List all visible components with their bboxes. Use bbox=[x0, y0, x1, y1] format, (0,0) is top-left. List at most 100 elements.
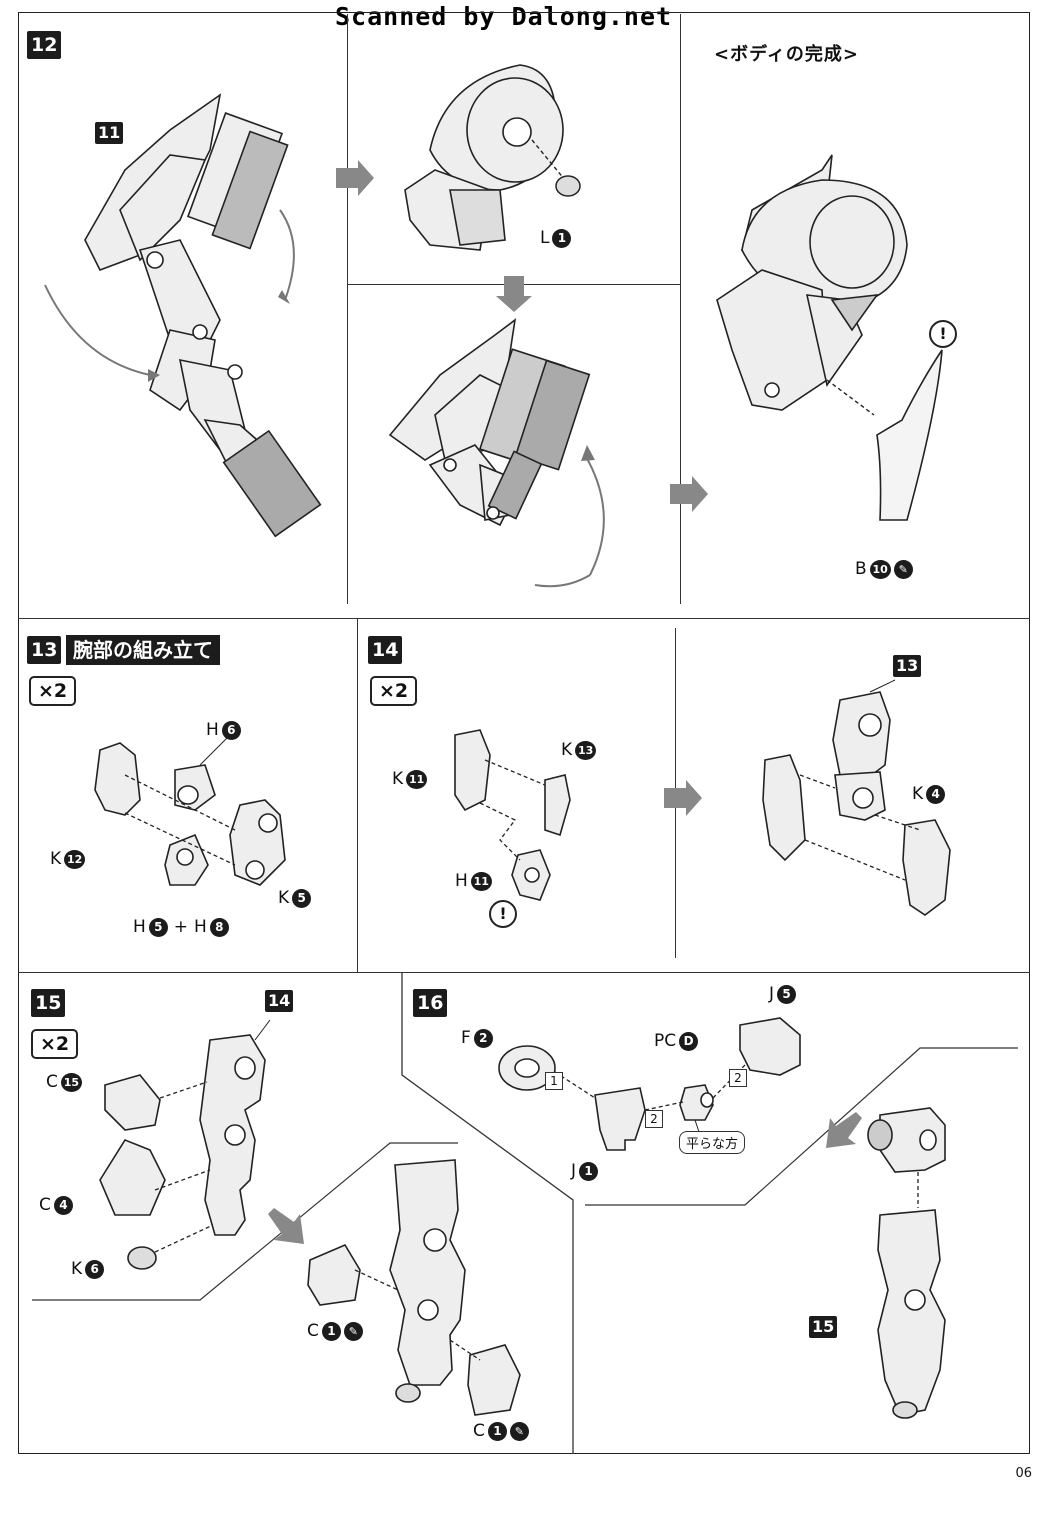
part-letter: B bbox=[855, 559, 867, 579]
step16-assembly-drawing bbox=[867, 1107, 946, 1419]
arrow-right-icon bbox=[664, 780, 702, 816]
step12-divider-b bbox=[680, 14, 681, 604]
arrow-right-icon bbox=[336, 160, 374, 196]
part-number: 1 bbox=[487, 1421, 507, 1441]
part-label-F2: F 2 bbox=[461, 1028, 493, 1048]
part-label-H6: H 6 bbox=[206, 720, 241, 740]
cement-icon: ✎ bbox=[343, 1321, 363, 1341]
part-label-L1: L 1 bbox=[540, 228, 572, 248]
part-letter: C bbox=[473, 1421, 485, 1441]
step14-assembly-drawing bbox=[762, 679, 951, 916]
sequence-step-1: 1 bbox=[545, 1072, 563, 1090]
part-number: 11 bbox=[470, 871, 492, 891]
part-label-J5: J 5 bbox=[769, 984, 797, 1004]
warning-icon: ! bbox=[929, 320, 957, 348]
part-letter: J bbox=[571, 1161, 577, 1181]
part-label-K6: K 6 bbox=[71, 1259, 105, 1279]
part-letter: K bbox=[50, 849, 62, 869]
part-letter: K bbox=[392, 769, 404, 789]
part-number: 15 bbox=[60, 1072, 82, 1092]
step-12-badge: 12 bbox=[27, 31, 62, 59]
part-letter: K bbox=[71, 1259, 83, 1279]
part-number: 5 bbox=[148, 917, 168, 937]
page-frame bbox=[18, 12, 1030, 1454]
part-letter: L bbox=[540, 228, 550, 248]
part-letter: F bbox=[461, 1028, 471, 1048]
arrow-down-icon bbox=[496, 276, 532, 312]
step13-divider bbox=[357, 618, 358, 972]
part-number: 6 bbox=[85, 1259, 105, 1279]
part-label-H5-H8: H 5 + H 8 bbox=[133, 917, 229, 937]
step15-parts-drawing bbox=[99, 1019, 271, 1270]
part-letter: C bbox=[307, 1321, 319, 1341]
sub-assembly-13-badge: 13 bbox=[893, 655, 922, 677]
part-number: 10 bbox=[869, 559, 891, 579]
part-letter: H bbox=[206, 720, 219, 740]
scan-credit: Scanned by Dalong.net bbox=[335, 2, 673, 31]
arrow-right-icon bbox=[670, 476, 708, 512]
row-divider-1 bbox=[18, 618, 1030, 619]
part-number: 1 bbox=[579, 1161, 599, 1181]
cement-icon: ✎ bbox=[893, 559, 913, 579]
part-number: 2 bbox=[473, 1028, 493, 1048]
arrow-down-right-icon bbox=[268, 1208, 304, 1244]
part-label-J1: J 1 bbox=[571, 1161, 599, 1181]
part-letter: PC bbox=[654, 1031, 677, 1051]
part-number: 12 bbox=[64, 849, 86, 869]
part-number: 8 bbox=[209, 917, 229, 937]
part-letter: K bbox=[561, 740, 573, 760]
part-label-H11: H 11 bbox=[455, 871, 492, 891]
part-number: 6 bbox=[221, 720, 241, 740]
step-14-badge: 14 bbox=[368, 636, 403, 664]
step-13-multiplier: ×2 bbox=[29, 676, 77, 706]
step-13-title: 腕部の組み立て bbox=[66, 635, 220, 665]
part-label-C4: C 4 bbox=[39, 1195, 73, 1215]
step-15-badge: 15 bbox=[31, 989, 66, 1017]
step-16-badge: 16 bbox=[413, 989, 448, 1017]
step15-assembly-drawing bbox=[307, 1159, 521, 1416]
warning-icon: ! bbox=[489, 900, 517, 928]
part-number: D bbox=[679, 1031, 699, 1051]
step12-body-complete-drawing bbox=[716, 154, 943, 521]
part-label-K5: K 5 bbox=[278, 888, 312, 908]
part-letter: K bbox=[912, 784, 924, 804]
sub-assembly-11-badge: 11 bbox=[95, 122, 124, 144]
part-number: 11 bbox=[406, 769, 428, 789]
step12-arm-drawing bbox=[44, 93, 322, 538]
step12-divider-a bbox=[347, 14, 348, 604]
part-label-K4: K 4 bbox=[912, 784, 946, 804]
part-number: 5 bbox=[292, 888, 312, 908]
part-label-C1-left: C 1 ✎ bbox=[307, 1321, 363, 1341]
sub-assembly-14-badge: 14 bbox=[265, 990, 294, 1012]
arrow-down-left-icon bbox=[826, 1112, 862, 1148]
part-number: 4 bbox=[926, 784, 946, 804]
page-number: 06 bbox=[1015, 1466, 1032, 1481]
part-letter: H bbox=[194, 917, 207, 937]
part-label-K13: K 13 bbox=[561, 740, 597, 760]
step12-assembly-drawing bbox=[388, 318, 605, 588]
part-label-K12: K 12 bbox=[50, 849, 86, 869]
step13-parts-drawing bbox=[94, 734, 286, 886]
part-letter: H bbox=[133, 917, 146, 937]
step-15-multiplier: ×2 bbox=[31, 1029, 79, 1059]
body-complete-heading: <ボディの完成> bbox=[714, 44, 859, 65]
step-13-badge: 13 bbox=[27, 636, 62, 664]
part-label-B10: B 10 ✎ bbox=[855, 559, 913, 579]
part-letter: J bbox=[769, 984, 775, 1004]
part-label-C1-right: C 1 ✎ bbox=[473, 1421, 529, 1441]
sequence-step-2a: 2 bbox=[645, 1110, 663, 1128]
step12-body-top-drawing bbox=[404, 64, 581, 251]
part-letter: C bbox=[46, 1072, 58, 1092]
part-label-PCD: PC D bbox=[654, 1031, 699, 1051]
step-14-multiplier: ×2 bbox=[370, 676, 418, 706]
cement-icon: ✎ bbox=[509, 1421, 529, 1441]
part-letter: K bbox=[278, 888, 290, 908]
part-number: 5 bbox=[777, 984, 797, 1004]
sequence-step-2b: 2 bbox=[729, 1069, 747, 1087]
step14-parts-drawing bbox=[454, 729, 571, 901]
sub-assembly-15-badge: 15 bbox=[809, 1316, 838, 1338]
part-letter: H bbox=[455, 871, 468, 891]
part-number: 13 bbox=[575, 740, 597, 760]
part-number: 1 bbox=[321, 1321, 341, 1341]
